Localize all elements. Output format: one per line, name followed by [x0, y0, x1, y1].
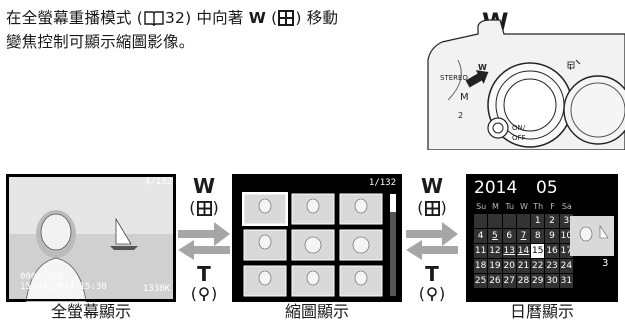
- calendar-day[interactable]: 26: [488, 274, 502, 288]
- calendar-day[interactable]: 5: [488, 229, 502, 243]
- calendar-weekday: F: [550, 202, 555, 211]
- calendar-day[interactable]: 12: [488, 244, 502, 258]
- intro-part1: 在全螢幕重播模式 (: [6, 9, 143, 27]
- calendar-weekday: Su: [476, 202, 487, 211]
- calendar-weekday: Tu: [505, 202, 515, 211]
- calendar-day[interactable]: 11: [474, 244, 488, 258]
- calendar-day[interactable]: 30: [545, 274, 559, 288]
- caption-fullscreen: 全螢幕顯示: [50, 302, 131, 321]
- w-label: W: [420, 174, 444, 198]
- thumbnail-counter: 1/132: [368, 178, 396, 188]
- calendar-weekday: Th: [533, 202, 544, 211]
- calendar-day[interactable]: 27: [502, 274, 516, 288]
- thumbnail-display: 1/132: [232, 174, 402, 302]
- fullscreen-photo: [7, 175, 175, 302]
- calendar-day[interactable]: [516, 214, 531, 228]
- thumbnail-grid-icon: (): [189, 198, 219, 217]
- fullscreen-display: 4/132 0004.JPG 15/05/2014 15:30 1330K: [6, 174, 176, 302]
- calendar-day[interactable]: 15: [531, 244, 545, 258]
- calendar-weekday: W: [520, 202, 528, 211]
- calendar-weekdays: Su M Tu W Th F Sa: [474, 202, 574, 211]
- calendar-day[interactable]: 2: [545, 214, 559, 228]
- calendar-day[interactable]: 8: [531, 229, 545, 243]
- calendar-day[interactable]: 28: [516, 274, 531, 288]
- svg-text:M: M: [460, 92, 469, 103]
- calendar-day[interactable]: 16: [545, 244, 559, 258]
- calendar-day[interactable]: 31: [559, 274, 573, 288]
- calendar-day[interactable]: 22: [531, 259, 545, 273]
- calendar-day[interactable]: 3: [559, 214, 573, 228]
- calendar-day[interactable]: 18: [474, 259, 488, 273]
- calendar-day[interactable]: 1: [531, 214, 545, 228]
- calendar-day[interactable]: 7: [516, 229, 531, 243]
- intro-line2: 變焦控制可顯示縮圖影像。: [6, 33, 195, 51]
- thumbnail-grid-icon: (): [417, 198, 447, 217]
- zoom-magnifier-icon: (): [190, 284, 218, 303]
- calendar-year: 2014: [474, 178, 518, 198]
- calendar-day[interactable]: [474, 214, 488, 228]
- svg-text:W: W: [478, 63, 487, 72]
- zoom-magnifier-icon: (): [418, 284, 446, 303]
- fullscreen-image-size: 1330K: [142, 284, 170, 294]
- direction-arrows-icon: [178, 222, 230, 260]
- intro-part2: ) 中向著: [185, 9, 249, 27]
- t-label: T: [425, 262, 439, 286]
- calendar-month: 05: [536, 178, 558, 198]
- calendar-day[interactable]: 23: [545, 259, 559, 273]
- calendar-photo-count: 3: [602, 258, 609, 269]
- fullscreen-date: 15/05/2014 15:30: [20, 282, 107, 292]
- zoom-arrows-1: W () T (): [176, 174, 232, 304]
- calendar-day[interactable]: 9: [545, 229, 559, 243]
- svg-text:ON/: ON/: [512, 124, 526, 132]
- t-label: T: [197, 262, 211, 286]
- calendar-day[interactable]: 25: [474, 274, 488, 288]
- calendar-day[interactable]: [488, 214, 502, 228]
- calendar-day[interactable]: 19: [488, 259, 502, 273]
- calendar-day[interactable]: 13: [502, 244, 516, 258]
- intro-text: 在全螢幕重播模式 (32) 中向著 W () 移動 變焦控制可顯示縮圖影像。: [6, 9, 339, 51]
- calendar-day[interactable]: 4: [474, 229, 488, 243]
- intro-part3: ) 移動: [295, 9, 339, 27]
- calendar-day[interactable]: 21: [516, 259, 531, 273]
- key-w-label: W: [248, 9, 267, 27]
- calendar-day[interactable]: 17: [559, 244, 573, 258]
- calendar-day[interactable]: 6: [502, 229, 516, 243]
- direction-arrows-icon: [406, 222, 458, 260]
- book-icon: [144, 11, 164, 26]
- svg-text:T: T: [567, 63, 573, 72]
- fullscreen-file-name: 0004.JPG: [20, 272, 64, 282]
- calendar-day[interactable]: 14: [516, 244, 531, 258]
- calendar-day[interactable]: 24: [559, 259, 573, 273]
- fullscreen-counter: 4/132: [144, 177, 172, 187]
- calendar-day[interactable]: 10: [559, 229, 573, 243]
- page-ref: 32: [164, 9, 186, 27]
- caption-calendar: 日曆顯示: [509, 302, 574, 321]
- thumbnail-grid: [242, 192, 396, 297]
- zoom-arrows-2: W () T (): [404, 174, 460, 304]
- camera-illustration: STEREO W T M 2 ON/ OFF: [427, 19, 625, 150]
- calendar-weekday: Sa: [561, 202, 572, 211]
- svg-text:STEREO: STEREO: [440, 74, 468, 82]
- calendar-day[interactable]: 29: [531, 274, 545, 288]
- svg-text:OFF: OFF: [512, 134, 526, 142]
- svg-text:2: 2: [458, 111, 463, 120]
- calendar-preview-photo: [570, 216, 614, 256]
- calendar-day[interactable]: 20: [502, 259, 516, 273]
- calendar-weekday: M: [491, 202, 499, 211]
- w-label: W: [192, 174, 216, 198]
- calendar-day[interactable]: [502, 214, 516, 228]
- thumbnail-grid-icon: [278, 10, 295, 26]
- caption-thumbnails: 縮圖顯示: [284, 302, 349, 321]
